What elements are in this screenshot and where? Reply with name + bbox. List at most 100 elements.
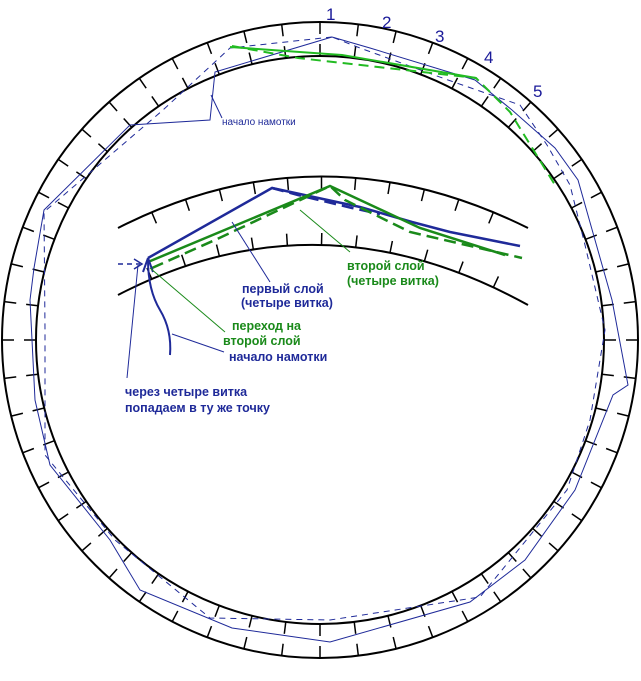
inner-tick (595, 407, 608, 412)
inner-tick (26, 373, 39, 377)
inner-tick (57, 201, 69, 209)
outer-tick (57, 513, 69, 522)
label-through-line2: попадаем в ту же точку (125, 401, 270, 415)
outer-tick (171, 610, 179, 622)
outer-tick (4, 300, 17, 304)
outer-tick (571, 513, 583, 522)
section-tick (353, 177, 357, 190)
layer1-blue-solid (147, 186, 521, 260)
magnified-section (117, 175, 529, 379)
section-tick (184, 199, 191, 211)
outer-tick (522, 101, 532, 112)
outer-tick (522, 568, 532, 579)
outer-tick (138, 77, 147, 89)
outer-tick (243, 636, 248, 649)
winding-green-solid (229, 46, 477, 79)
outer-tick (392, 31, 397, 44)
leader-layer2 (299, 209, 351, 253)
section-upper-arc (117, 175, 529, 229)
inner-tick (181, 591, 189, 603)
outer-tick (4, 376, 17, 380)
leader-through (126, 264, 139, 379)
layer2-green-solid (147, 184, 506, 264)
leader-layer1 (231, 221, 271, 283)
leader-start-inner (171, 333, 225, 353)
outer-tick (138, 591, 147, 603)
inner-tick (553, 500, 565, 509)
inner-tick (248, 52, 253, 65)
outer-tick (616, 263, 629, 268)
section-tick (488, 211, 495, 224)
inner-tick (353, 621, 357, 634)
annotations: начало намотки первый слой (четыре витка… (125, 117, 439, 415)
outer-tick (22, 447, 35, 454)
number-4: 4 (484, 48, 493, 67)
inner-tick (26, 303, 39, 307)
outer-ring-circle (1, 21, 639, 659)
entry-arrow-head (133, 258, 144, 270)
inner-tick (601, 303, 614, 307)
inner-tick (97, 527, 108, 537)
outer-tick (57, 158, 69, 167)
section-tick (215, 244, 221, 257)
number-3: 3 (435, 27, 444, 46)
leader-start-outer (210, 94, 223, 119)
outer-tick (108, 568, 118, 579)
inner-tick (571, 201, 583, 209)
inner-tick (353, 46, 357, 59)
inner-tick (181, 77, 189, 89)
inner-tick (123, 117, 133, 128)
section-tick (252, 182, 257, 195)
outer-tick (81, 542, 92, 552)
label-layer2-line1: второй слой (347, 259, 425, 273)
section-tick (420, 189, 426, 202)
outer-tick (11, 263, 24, 268)
section-tick (354, 235, 358, 248)
outer-tick (605, 447, 618, 454)
outer-tick (243, 31, 248, 44)
label-layer1-line2: (четыре витка) (241, 296, 333, 310)
outer-tick (548, 542, 559, 552)
outer-tick (493, 77, 502, 89)
outer-tick (206, 42, 213, 55)
inner-tick (480, 95, 489, 107)
outer-tick (108, 101, 118, 112)
section-tick (285, 233, 289, 246)
winding-blue-dashed (43, 36, 606, 621)
number-2: 2 (382, 13, 391, 32)
label-through-line1: через четыре витка (125, 385, 248, 399)
inner-tick (32, 407, 45, 412)
outer-tick (38, 191, 50, 199)
outer-tick (280, 24, 284, 37)
number-5: 5 (533, 82, 542, 101)
label-start-inner: начало намотки (229, 350, 327, 364)
section-tick (423, 249, 429, 262)
inner-tick (595, 268, 608, 273)
label-layer2-line2: (четыре витка) (347, 274, 439, 288)
inner-tick (214, 605, 220, 618)
section-tick (250, 237, 255, 250)
winding-green-dashed (231, 45, 556, 186)
inner-tick (451, 77, 459, 89)
outer-tick (548, 128, 559, 138)
outer-tick (461, 610, 469, 622)
outer-tick (22, 226, 35, 233)
inner-tick (123, 552, 133, 563)
outer-tick (623, 376, 636, 380)
outer-tick (171, 58, 179, 70)
outer-tick (280, 643, 284, 656)
outer-tick (616, 412, 629, 417)
outer-tick (356, 24, 360, 37)
section-tick (387, 182, 391, 195)
outer-tick (590, 191, 602, 199)
inner-ring-circle (35, 55, 605, 625)
inner-tick (507, 117, 517, 128)
section-tick (218, 189, 224, 202)
inner-tick (248, 615, 253, 628)
outer-tick (461, 58, 469, 70)
outer-tick (623, 300, 636, 304)
outer-winding (29, 36, 629, 643)
section-tick (180, 254, 187, 267)
section-tick (492, 276, 500, 288)
inner-tick (97, 143, 108, 153)
